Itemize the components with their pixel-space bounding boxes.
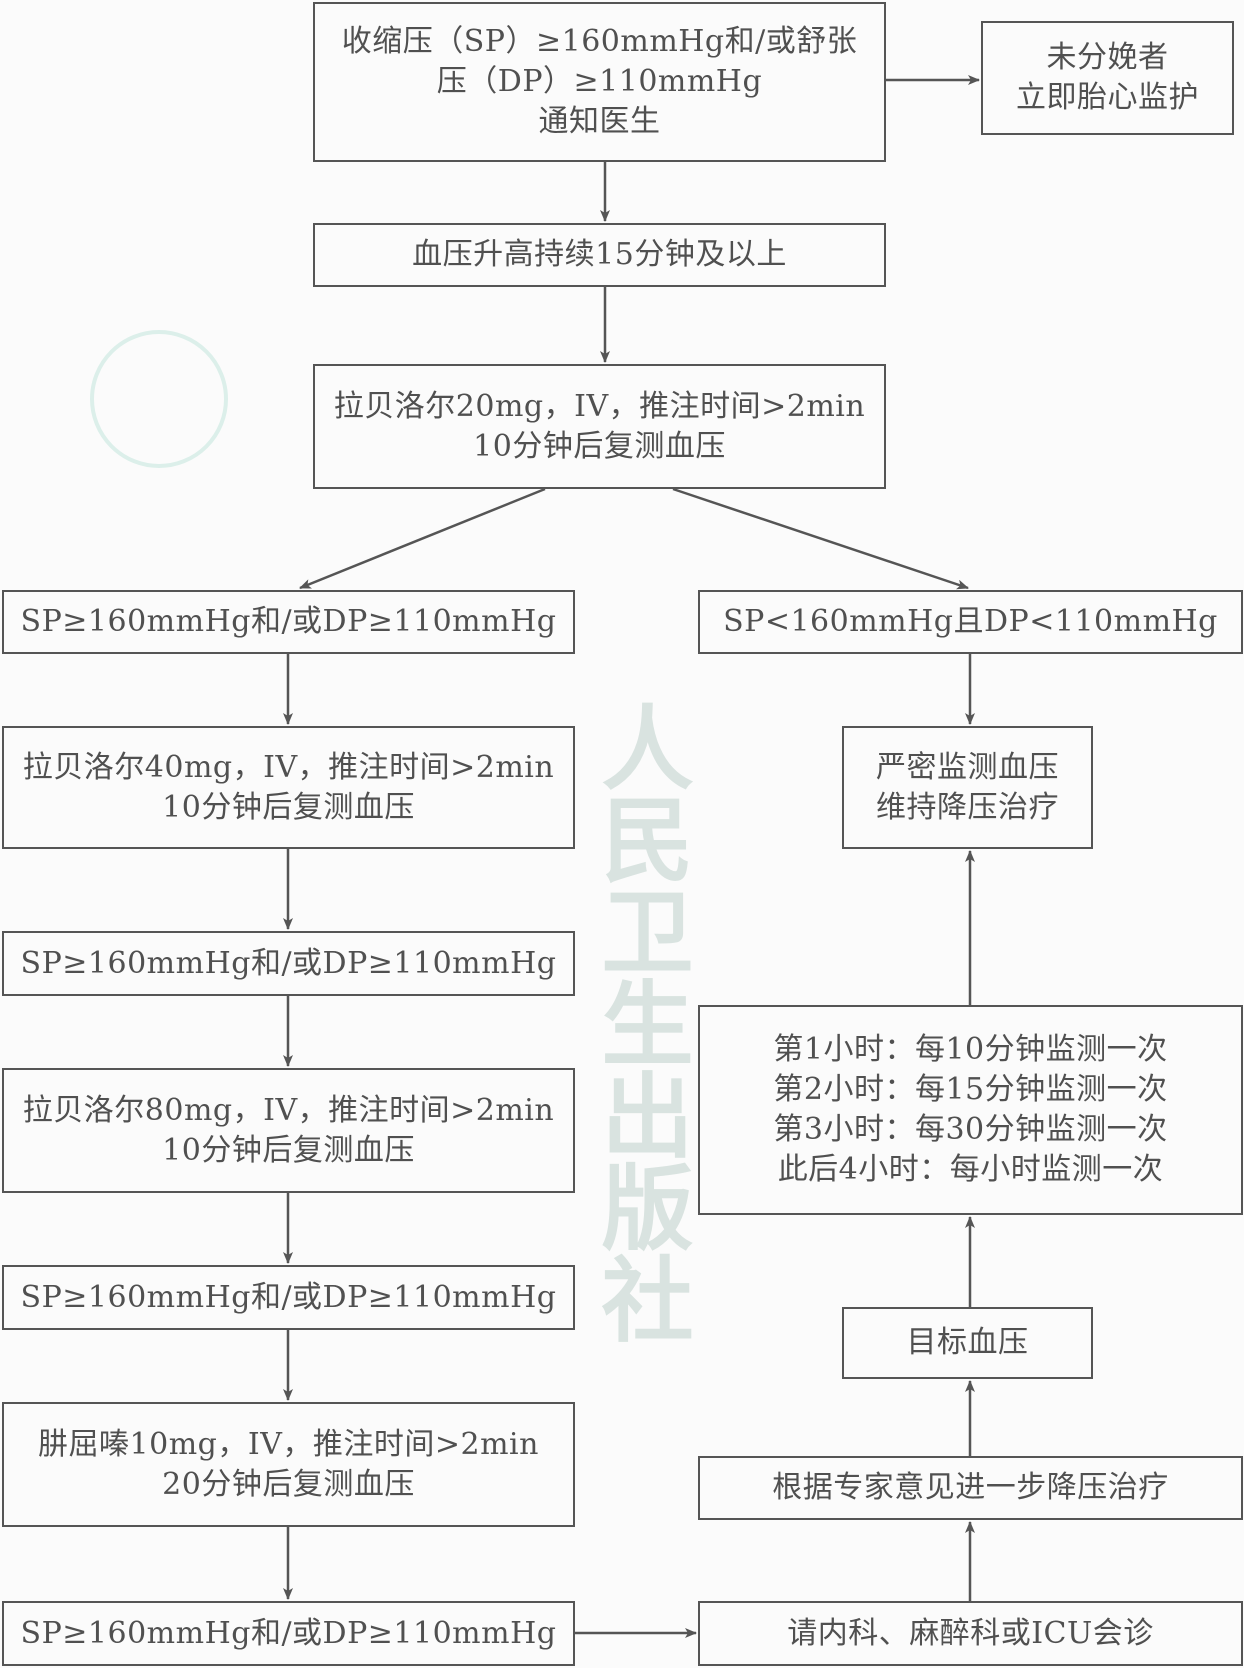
hydralazine-box: 肼屈嗪10mg，IV，推注时间>2min 20分钟后复测血压	[2, 1402, 575, 1527]
arrow-labetalol20-to-high1	[299, 487, 546, 590]
labetalol40-box: 拉贝洛尔40mg，IV，推注时间>2min 10分钟后复测血压	[2, 726, 575, 849]
consult-box: 请内科、麻醉科或ICU会诊	[698, 1601, 1243, 1666]
target-bp-box: 目标血压	[842, 1307, 1093, 1379]
sustained-box: 血压升高持续15分钟及以上	[313, 223, 886, 287]
high-bp-box-1: SP≥160mmHg和/或DP≥110mmHg	[2, 590, 575, 654]
monitor-box: 严密监测血压 维持降压治疗	[842, 726, 1093, 849]
labetalol80-box: 拉贝洛尔80mg，IV，推注时间>2min 10分钟后复测血压	[2, 1068, 575, 1193]
below-threshold-box: SP<160mmHg且DP<110mmHg	[698, 590, 1243, 654]
arrow-labetalol20-to-below	[672, 487, 969, 590]
watermark-logo	[90, 330, 228, 468]
high-bp-box-3: SP≥160mmHg和/或DP≥110mmHg	[2, 1265, 575, 1330]
expert-box: 根据专家意见进一步降压治疗	[698, 1456, 1243, 1520]
high-bp-box-2: SP≥160mmHg和/或DP≥110mmHg	[2, 931, 575, 996]
high-bp-box-4: SP≥160mmHg和/或DP≥110mmHg	[2, 1601, 575, 1666]
undelivered-box: 未分娩者 立即胎心监护	[981, 21, 1234, 135]
start-box: 收缩压（SP）≥160mmHg和/或舒张 压（DP）≥110mmHg 通知医生	[313, 2, 886, 162]
schedule-box: 第1小时：每10分钟监测一次 第2小时：每15分钟监测一次 第3小时：每30分钟…	[698, 1005, 1243, 1215]
watermark: 人民卫生出版社	[586, 700, 694, 1344]
labetalol20-box: 拉贝洛尔20mg，IV，推注时间>2min 10分钟后复测血压	[313, 364, 886, 489]
